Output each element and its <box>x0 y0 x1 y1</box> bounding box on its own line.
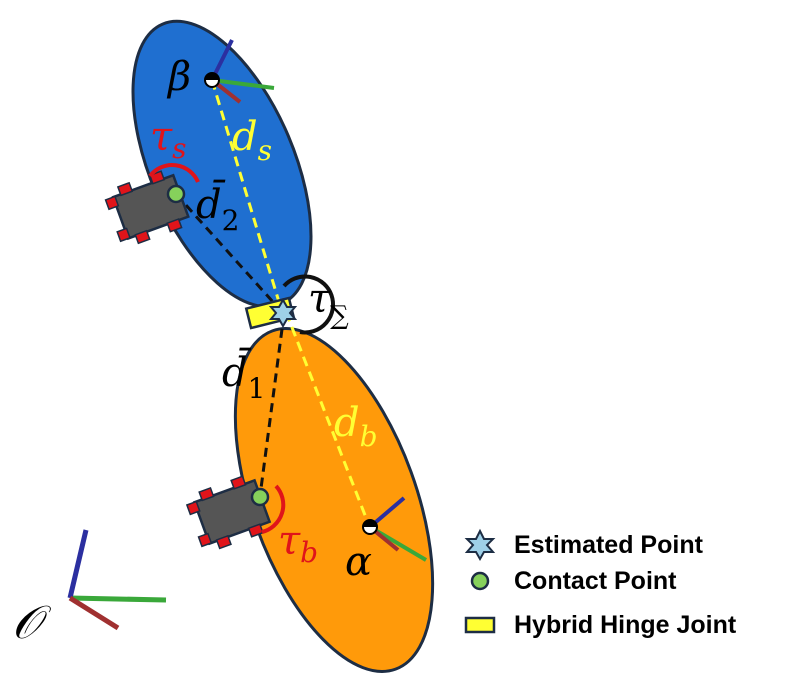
label-tau-sum: τ∑ <box>308 276 349 331</box>
label-alpha: α <box>345 539 372 585</box>
tau-b-arc <box>261 484 286 534</box>
legend: Estimated Point Contact Point Hybrid Hin… <box>460 528 795 658</box>
label-d2: d̄2 <box>196 179 239 237</box>
estimated-point-star <box>268 297 298 329</box>
label-d1: d̄1 <box>222 347 265 405</box>
frame-alpha <box>362 496 428 562</box>
rectangle-icon <box>460 608 500 642</box>
star-icon <box>460 528 500 562</box>
legend-label: Contact Point <box>514 566 677 595</box>
d2-line <box>174 192 284 314</box>
contact-point-upper <box>166 184 186 204</box>
legend-label: Estimated Point <box>514 530 703 559</box>
tau-s-arc <box>148 163 200 183</box>
legend-label: Hybrid Hinge Joint <box>514 610 737 639</box>
contact-point-lower <box>250 487 270 507</box>
d1-line <box>258 313 286 497</box>
frame-origin <box>67 529 167 631</box>
tau-sum-arc <box>282 274 336 335</box>
label-origin: 𝒪 <box>12 595 52 649</box>
d-s-line <box>210 79 284 313</box>
label-tau-b: τb <box>278 518 318 569</box>
d-b-line <box>284 311 372 529</box>
label-beta: β <box>166 54 191 100</box>
legend-item-estimated-point: Estimated Point <box>460 528 703 562</box>
circle-icon <box>460 564 500 598</box>
label-tau-s: τs <box>150 114 187 165</box>
label-d-b: db <box>334 400 378 453</box>
label-d-s: ds <box>232 114 272 167</box>
legend-item-hybrid-hinge-joint: Hybrid Hinge Joint <box>460 608 736 642</box>
legend-item-contact-point: Contact Point <box>460 564 677 598</box>
frame-beta <box>204 39 275 104</box>
